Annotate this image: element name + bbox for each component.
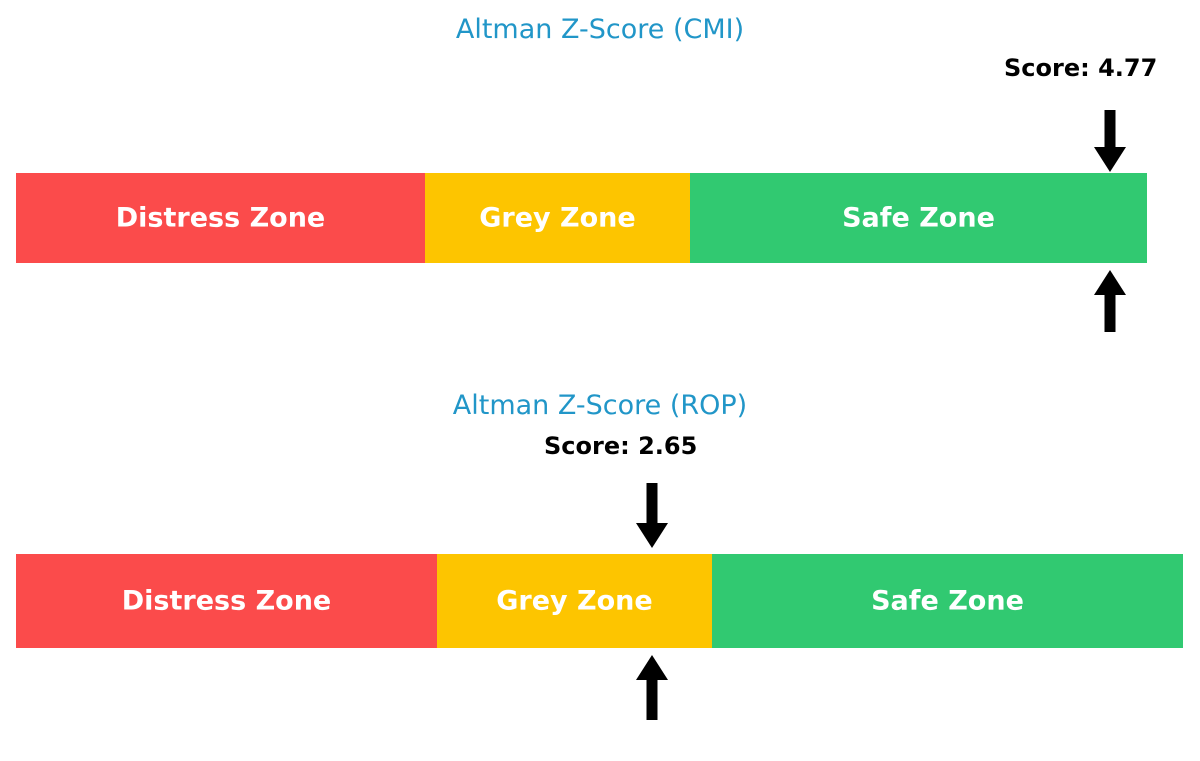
score-label-cmi: Score: 4.77: [1004, 54, 1158, 82]
chart-panel-cmi: Altman Z-Score (CMI) Score: 4.77 Distres…: [0, 0, 1200, 360]
chart-title-cmi: Altman Z-Score (CMI): [455, 14, 745, 45]
chart-panel-rop: Altman Z-Score (ROP) Score: 2.65 Distres…: [0, 380, 1200, 761]
zone-distress-rop[interactable]: Distress Zone: [16, 554, 437, 648]
zone-label-safe: Safe Zone: [842, 202, 995, 234]
zone-label-distress: Distress Zone: [115, 202, 326, 234]
zone-grey-cmi[interactable]: Grey Zone: [425, 173, 690, 263]
zone-safe-rop[interactable]: Safe Zone: [712, 554, 1183, 648]
arrow-head: [1094, 270, 1126, 295]
arrow-head: [1094, 147, 1126, 172]
zone-safe-cmi[interactable]: Safe Zone: [690, 173, 1147, 263]
zone-label-distress: Distress Zone: [121, 585, 332, 617]
zone-label-safe: Safe Zone: [871, 585, 1024, 617]
arrow-head: [636, 523, 668, 548]
score-marker-down-arrow-rop: [635, 483, 669, 548]
score-marker-down-arrow-cmi: [1093, 110, 1127, 172]
arrow-shaft: [1104, 292, 1116, 332]
score-marker-up-arrow-cmi: [1093, 270, 1127, 332]
zone-bar-cmi: Distress Zone Grey Zone Safe Zone: [16, 173, 1147, 263]
arrow-shaft: [1104, 110, 1116, 150]
arrow-head: [636, 655, 668, 680]
zone-distress-cmi[interactable]: Distress Zone: [16, 173, 425, 263]
zone-label-grey: Grey Zone: [479, 202, 636, 234]
zone-bar-rop: Distress Zone Grey Zone Safe Zone: [16, 554, 1183, 648]
zone-label-grey: Grey Zone: [496, 585, 653, 617]
score-label-rop: Score: 2.65: [544, 432, 698, 460]
arrow-shaft: [646, 677, 658, 720]
arrow-shaft: [646, 483, 658, 526]
chart-title-rop: Altman Z-Score (ROP): [452, 390, 748, 421]
zone-grey-rop[interactable]: Grey Zone: [437, 554, 712, 648]
score-marker-up-arrow-rop: [635, 655, 669, 720]
